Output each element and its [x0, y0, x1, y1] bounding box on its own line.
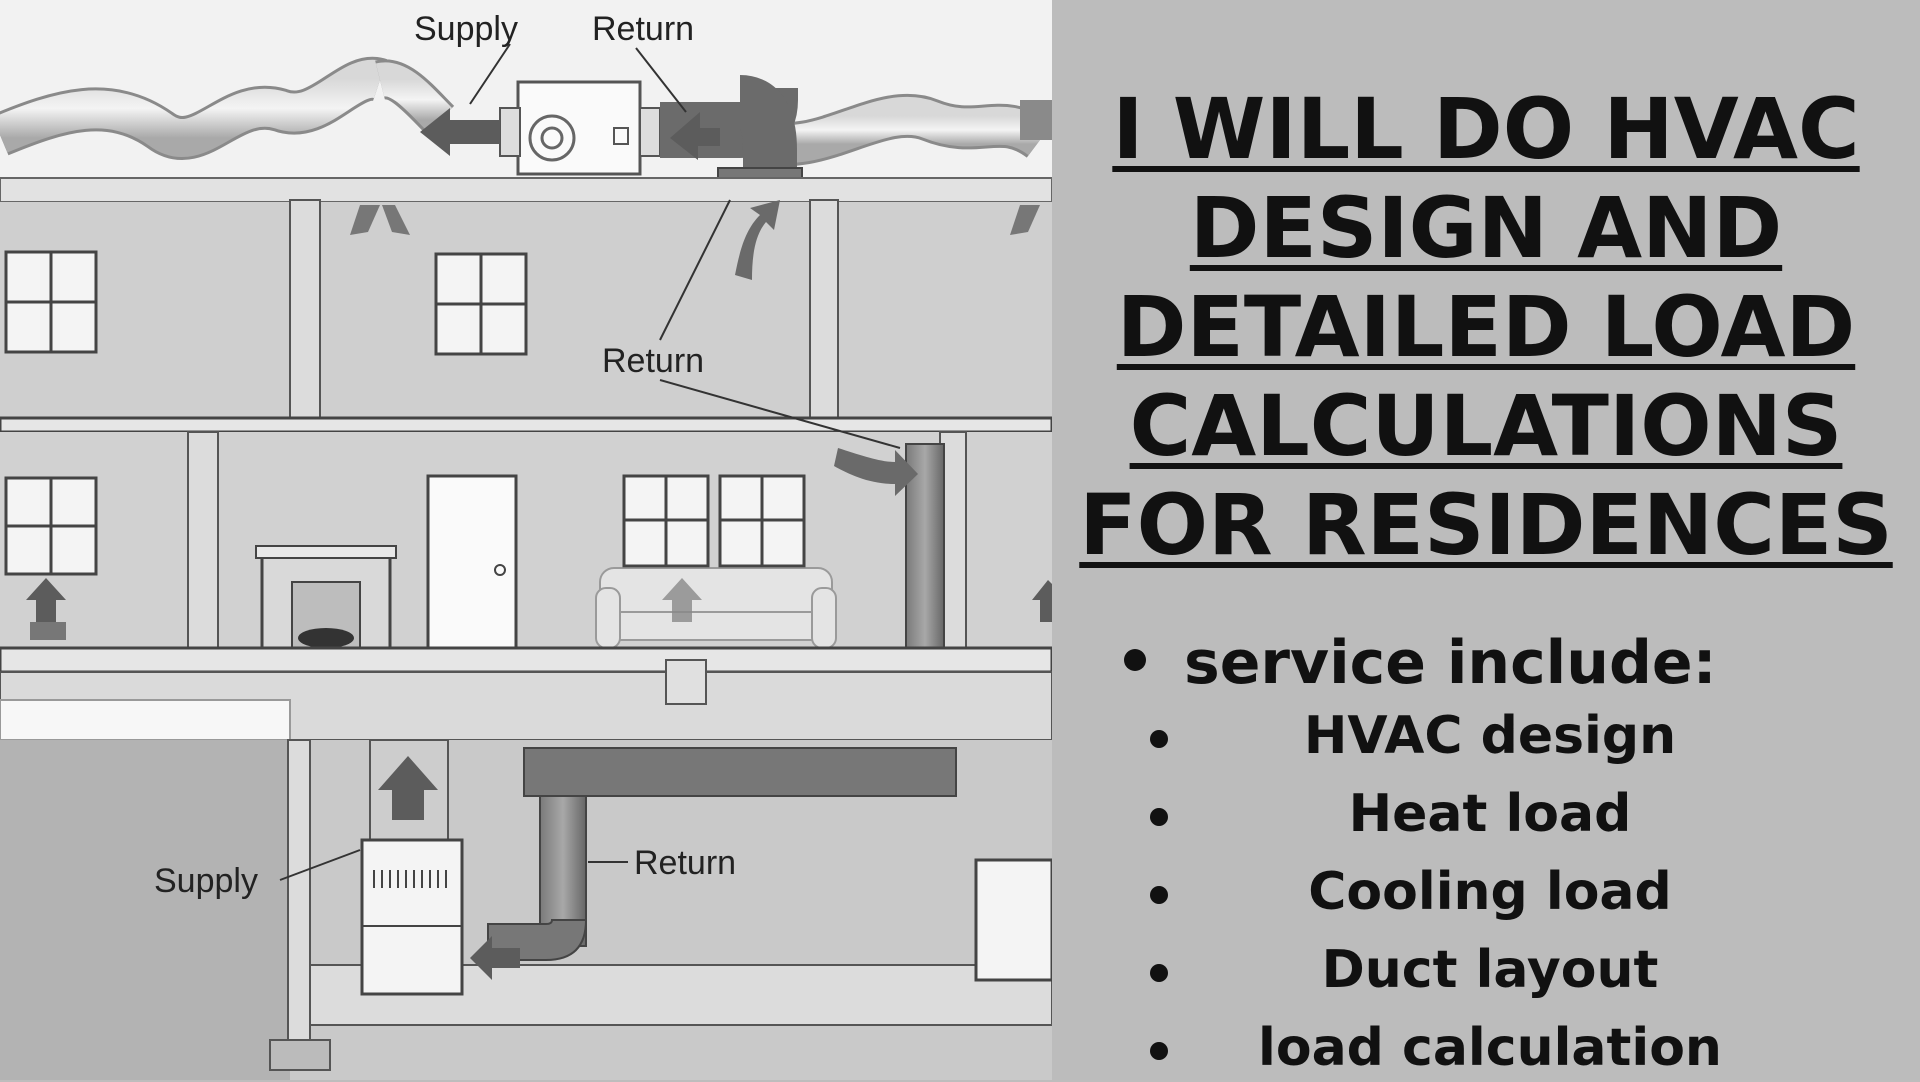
bullet-icon [1150, 1042, 1168, 1060]
label-return-bottom: Return [634, 844, 736, 882]
window-upper-middle [434, 252, 528, 356]
water-heater [974, 858, 1052, 982]
return-arrow-attic [670, 112, 720, 160]
service-item-cooling-load: Cooling load [1100, 856, 1880, 926]
label-return-top: Return [592, 10, 694, 48]
label-return-middle: Return [602, 342, 704, 380]
service-item-label: Cooling load [1308, 862, 1672, 922]
headline-line-2: DESIGN AND [1189, 179, 1783, 277]
headline-line-4: CALCULATIONS [1129, 377, 1843, 475]
return-trunk-duct [523, 747, 957, 797]
headline-line-3: DETAILED LOAD [1116, 278, 1856, 376]
supply-arrow-main-left [26, 578, 66, 622]
label-supply-top: Supply [414, 10, 518, 48]
bullet-icon [1150, 808, 1168, 826]
service-item-label: HVAC design [1303, 706, 1677, 766]
bullet-icon [1150, 886, 1168, 904]
window-upper-left [4, 250, 98, 354]
door [426, 474, 518, 650]
return-airflow-arrow-main [834, 448, 918, 496]
service-item-heat-load: Heat load [1100, 778, 1880, 848]
return-airflow-arrow-upper [735, 200, 780, 280]
bullet-icon [1124, 649, 1146, 672]
attic-floor [0, 177, 1052, 203]
service-item-label: Heat load [1348, 784, 1632, 844]
bullet-icon [1150, 964, 1168, 982]
text-panel: I WILL DO HVAC DESIGN AND DETAILED LOAD … [1052, 0, 1920, 1080]
bullet-icon [1150, 730, 1168, 748]
services-heading: service include: [1124, 628, 1717, 698]
headline: I WILL DO HVAC DESIGN AND DETAILED LOAD … [1052, 80, 1920, 575]
fireplace [255, 545, 397, 650]
service-item-duct-layout: Duct layout [1100, 934, 1880, 1004]
supply-arrow-basement [378, 756, 438, 820]
service-item-hvac-design: HVAC design [1100, 700, 1880, 770]
hvac-house-diagram: Supply Return Return Supply Return [0, 0, 1052, 1080]
service-item-load-calculation: load calculation [1100, 1012, 1880, 1082]
sofa [595, 567, 837, 649]
window-main-left [4, 476, 98, 576]
house-cross-section: Supply Return Return Supply Return [0, 10, 1052, 1080]
service-item-label: load calculation [1258, 1018, 1722, 1078]
furnace [360, 838, 464, 996]
service-item-label: Duct layout [1321, 940, 1659, 1000]
supply-arrow-attic [420, 108, 500, 156]
label-supply-bottom: Supply [154, 862, 258, 900]
supply-arrow-main-center [662, 578, 702, 622]
window-main-double [622, 474, 806, 568]
headline-line-1: I WILL DO HVAC [1112, 80, 1860, 178]
return-arrow-basement [470, 936, 520, 980]
headline-line-5: FOR RESIDENCES [1079, 476, 1893, 574]
insulation [0, 699, 291, 741]
